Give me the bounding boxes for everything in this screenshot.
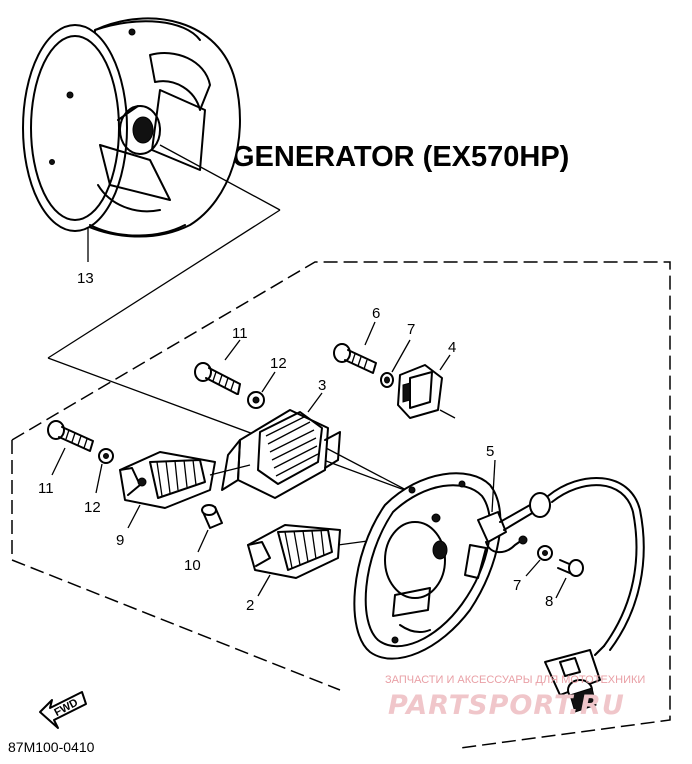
diagram-title: GENERATOR (EX570HP) (232, 141, 569, 173)
assembly-boundary (11, 261, 671, 749)
part-11-bolt-upper (194, 362, 241, 395)
callout-3: 3 (318, 377, 326, 394)
part-8-screw (557, 559, 584, 577)
part-12-washer-upper (247, 391, 265, 409)
part-7-washer-upper (380, 372, 394, 388)
callout-9: 9 (116, 532, 124, 549)
callout-2: 2 (246, 597, 254, 614)
callout-12-lower: 12 (84, 499, 101, 516)
callout-11-upper: 11 (232, 325, 248, 342)
part-5-wire-lead (477, 477, 645, 651)
leader-line (47, 209, 281, 359)
callout-13: 13 (77, 270, 94, 287)
callout-7-upper: 7 (407, 321, 415, 338)
callout-11-lower: 11 (38, 480, 54, 497)
leader-line (47, 357, 411, 493)
part-9-coil (119, 451, 251, 509)
fwd-arrow-icon: FWD (39, 691, 87, 729)
callout-4: 4 (448, 339, 456, 356)
part-10-spacer (201, 504, 223, 529)
callout-12-upper: 12 (270, 355, 287, 372)
drawing-code: 87M100-0410 (8, 739, 95, 755)
watermark-line2: PARTSPORT.RU (388, 690, 625, 721)
callout-6: 6 (372, 305, 380, 322)
callout-7-lower: 7 (513, 577, 521, 594)
part-7-washer-lower (537, 545, 553, 561)
fwd-label: FWD (52, 697, 80, 719)
part-11-bolt-lower (47, 420, 94, 452)
part-6-bolt (333, 343, 377, 374)
watermark-line1: ЗАПЧАСТИ И АКСЕССУАРЫ ДЛЯ МОТОТЕХНИКИ (385, 674, 645, 686)
wire-connector (544, 645, 605, 713)
part-3-charge-coil (221, 409, 411, 499)
leader-line (159, 144, 281, 211)
callout-8: 8 (545, 593, 553, 610)
part-2-coil (247, 524, 376, 579)
part-13-flywheel (22, 17, 241, 262)
callout-10: 10 (184, 557, 201, 574)
part-4-pickup-coil (397, 364, 456, 419)
callout-5: 5 (486, 443, 494, 460)
stator-base-plate (353, 472, 502, 660)
part-12-washer-lower (98, 448, 114, 464)
